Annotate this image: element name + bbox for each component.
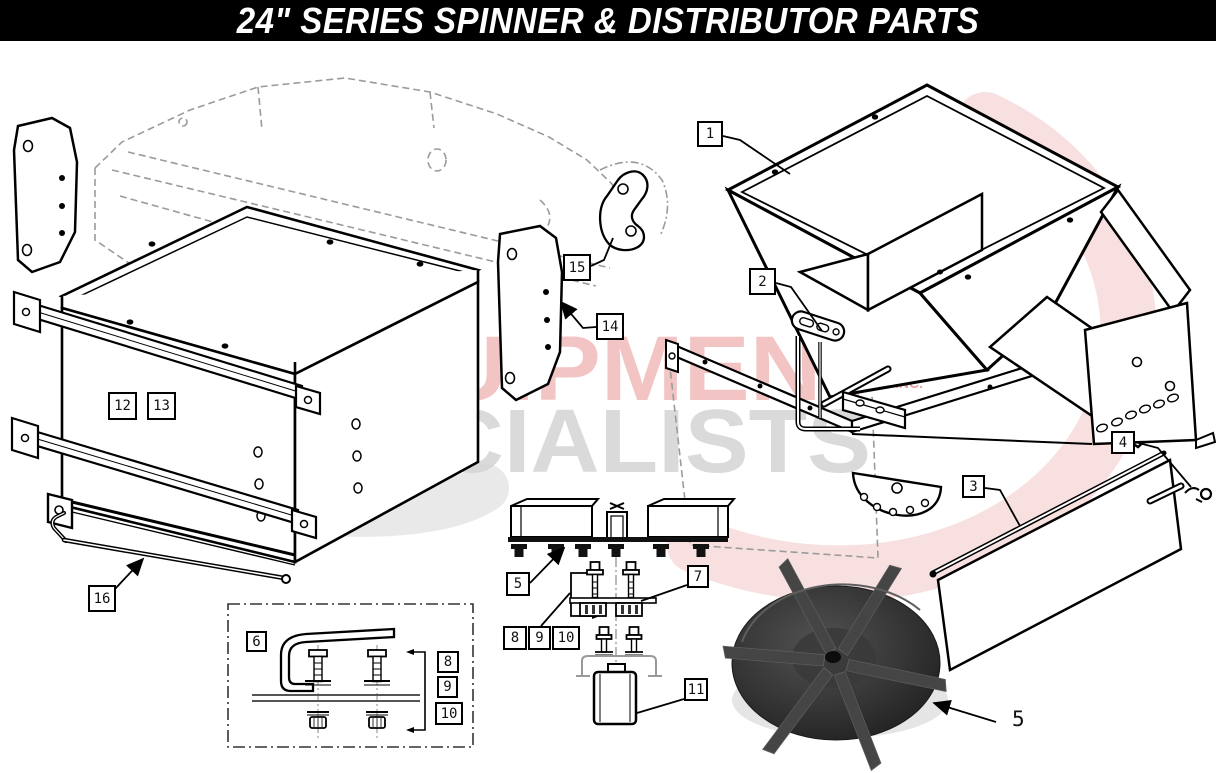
inset-t-bolt xyxy=(305,649,331,686)
deflector-assembly xyxy=(929,450,1213,672)
leader-c15 xyxy=(590,237,614,267)
page-title: 24" SERIES SPINNER & DISTRIBUTOR PARTS xyxy=(236,0,980,41)
title-bar: 24" SERIES SPINNER & DISTRIBUTOR PARTS xyxy=(0,0,1216,41)
t-bolt xyxy=(586,561,604,599)
spinner-fins xyxy=(722,557,947,772)
leader-c4 xyxy=(1134,441,1192,488)
leader-c14 xyxy=(559,300,597,329)
motor-bolt xyxy=(595,626,613,656)
leader-c9 xyxy=(540,592,571,627)
leader-c1 xyxy=(722,135,791,175)
leader-c3 xyxy=(984,487,1021,527)
frame-side-plate xyxy=(1083,301,1216,450)
clamp-block xyxy=(579,602,643,617)
cross-brace-lower xyxy=(10,416,318,540)
mount-detail-inset xyxy=(227,603,474,748)
motor-bolt xyxy=(625,626,643,656)
mount-channel-bracket xyxy=(279,627,396,693)
hitch-bracket xyxy=(598,170,649,252)
hopper xyxy=(724,83,1192,399)
hopper-divider xyxy=(796,191,984,313)
leader-f5 xyxy=(932,700,997,723)
leader-lines xyxy=(114,135,1192,723)
motor-assembly xyxy=(576,626,662,726)
leader-c5 xyxy=(529,546,566,584)
carriage-frame xyxy=(665,295,1216,559)
leader-c2 xyxy=(775,282,823,332)
inset-t-bolt xyxy=(364,649,390,686)
inset-washer-nut xyxy=(307,711,388,729)
cross-brace-upper xyxy=(12,290,322,416)
spinner-motor xyxy=(592,670,638,726)
leader-c7 xyxy=(640,584,688,602)
t-bolt xyxy=(622,561,640,599)
motor-mount-bracket xyxy=(576,655,662,677)
right-mount-plate xyxy=(496,224,564,402)
trough-cross-section xyxy=(508,498,737,700)
feed-gate-rod xyxy=(50,511,291,584)
hitch-pin xyxy=(1146,482,1213,505)
trough-clamp-feet xyxy=(511,544,709,557)
leader-c16 xyxy=(114,557,145,590)
clamp-bolt-assembly xyxy=(569,561,657,619)
spinner-disc-photo xyxy=(722,557,948,772)
leader-c11 xyxy=(636,698,685,714)
left-mount-plate xyxy=(12,116,79,274)
